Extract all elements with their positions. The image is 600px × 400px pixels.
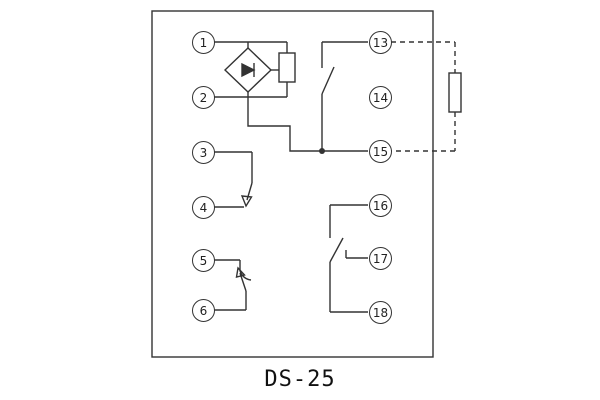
junction-dot [319,148,325,154]
contact-arrow-icon [240,195,253,208]
external-resistor-icon [448,72,462,113]
delay-hook-icon [239,270,252,281]
power-input-wiring [214,41,322,152]
terminal-17: 17 [369,247,392,270]
terminal-14: 14 [369,86,392,109]
contact-5-6 [214,259,252,311]
terminal-15: 15 [369,140,392,163]
external-resistor-branch [391,41,462,152]
terminal-18: 18 [369,301,392,324]
terminal-13: 13 [369,31,392,54]
terminal-5: 5 [192,249,215,272]
bridge-rectifier [223,47,273,93]
terminal-6: 6 [192,299,215,322]
figure-label: DS-25 [264,367,336,392]
diode-icon [241,62,256,78]
terminal-16: 16 [369,194,392,217]
contact-16-17-18 [329,204,368,313]
relay-outline-box [151,10,434,358]
terminal-3: 3 [192,141,215,164]
contact-13-15 [319,41,368,154]
terminal-4: 4 [192,196,215,219]
terminal-1: 1 [192,31,215,54]
terminal-2: 2 [192,86,215,109]
contact-3-4 [214,151,253,208]
coil-resistor [271,52,296,83]
contact-arrow-icon [235,266,246,278]
